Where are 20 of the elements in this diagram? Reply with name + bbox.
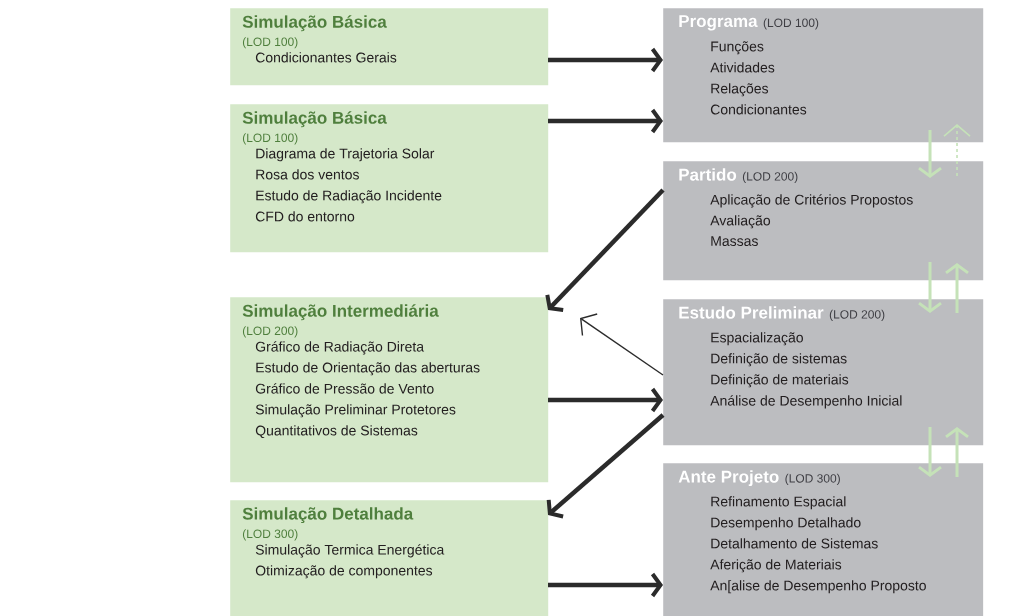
arrow — [918, 427, 942, 477]
process-box: Simulação Intermediária (LOD 200) Gráfico de Radiação Direta Estudo de Orientação das aberturas Gráfico de Pressão de Vento Simulação Preliminar Protetores Quantitativos de Sistemas — [230, 297, 549, 483]
arrow — [548, 387, 663, 413]
arrow — [580, 313, 664, 376]
process-box: Simulação Básica (LOD 100) Condicionantes Gerais — [230, 8, 549, 86]
arrow — [918, 130, 942, 178]
arrow — [945, 427, 969, 477]
arrow — [546, 413, 665, 519]
process-box: Ante Projeto (LOD 300) Refinamento Espacial Desempenho Detalhado Detalhamento de Sistemas Aferição de Materiais An[alise de Desempenho Proposto — [663, 463, 984, 616]
process-box: Partido (LOD 200) Aplicação de Critérios Propostos Avaliação Massas — [663, 161, 984, 281]
arrow — [548, 572, 663, 598]
arrow — [945, 263, 969, 313]
process-box: Programa (LOD 100) Funções Atividades Relações Condicionantes — [663, 8, 984, 143]
arrow — [548, 47, 663, 73]
process-box: Estudo Preliminar (LOD 200) Espacialização Definição de sistemas Definição de materiais Análise de Desempenho Inicial — [663, 299, 984, 446]
arrow — [545, 188, 665, 313]
arrow — [918, 262, 942, 313]
process-box: Simulação Detalhada (LOD 300) Simulação Termica Energética Otimização de componentes — [230, 500, 549, 616]
process-box: Simulação Básica (LOD 100) Diagrama de Trajetoria Solar Rosa dos ventos Estudo de Radiação Incidente CFD do entorno — [230, 104, 549, 253]
arrow — [548, 108, 663, 134]
